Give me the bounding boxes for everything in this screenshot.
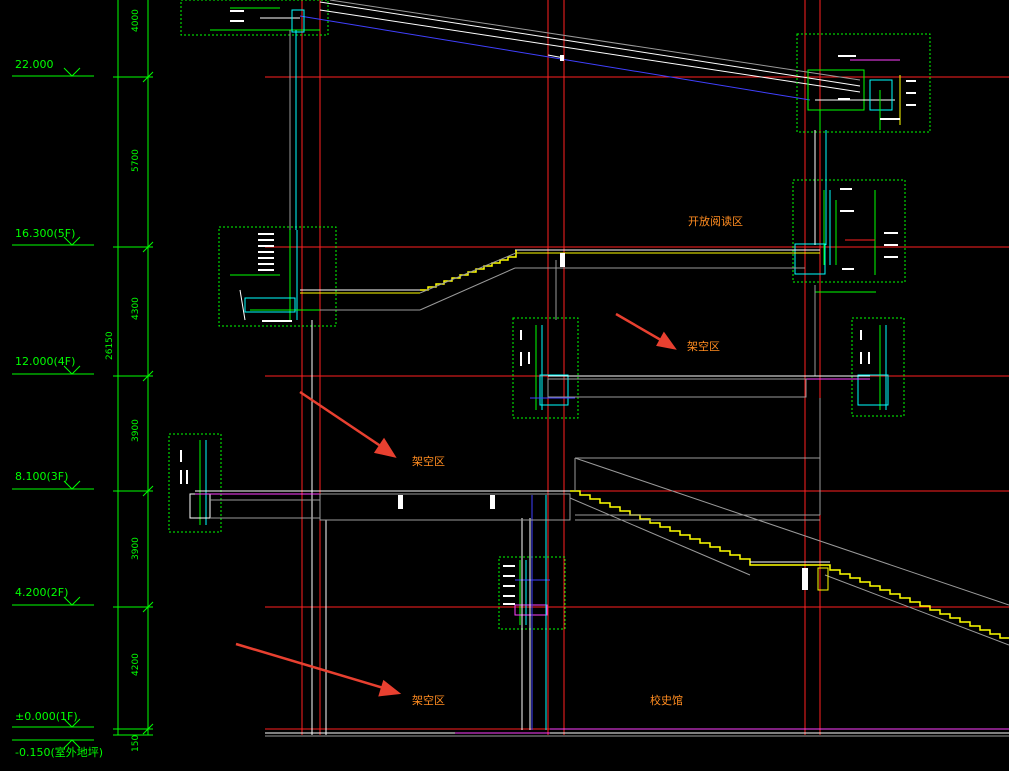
red-grid-lines — [265, 0, 1009, 735]
roof-structure — [299, 0, 861, 101]
detail-box-4f-mid — [512, 317, 579, 419]
arrow — [615, 312, 677, 350]
dimension-label: 4200 — [131, 653, 141, 676]
elevation-label: ±0.000(1F) — [15, 710, 78, 723]
elevation-label: 12.000(4F) — [15, 355, 75, 368]
detail-box-5f-right — [792, 179, 906, 283]
detail-box-3f-left — [168, 433, 222, 533]
stair-3f-to-1f — [569, 457, 1009, 646]
elevation-marker: 22.000 — [12, 58, 94, 77]
stair-5f — [420, 250, 517, 291]
total-dimension-label: 26150 — [105, 331, 115, 360]
beam-marks — [398, 55, 808, 590]
elevation-marker: 8.100(3F) — [12, 470, 94, 490]
arrow — [299, 390, 397, 458]
elevation-label: 8.100(3F) — [15, 470, 68, 483]
dimension-labels: 4000 5700 4300 3900 3900 4200 150 26150 — [105, 9, 141, 752]
floor-slabs — [195, 249, 1009, 737]
elevation-label: 4.200(2F) — [15, 586, 68, 599]
columns — [289, 30, 827, 735]
dimension-label: 3900 — [131, 537, 141, 560]
zone-label: 架空区 — [687, 339, 720, 353]
elevation-marker: 4.200(2F) — [12, 586, 94, 606]
detail-box-roof-left — [180, 0, 329, 36]
dimension-label: 4300 — [131, 297, 141, 320]
elevation-label: 22.000 — [15, 58, 54, 71]
elevation-marker: 16.300(5F) — [12, 227, 94, 246]
detail-annotations — [180, 10, 916, 605]
annotation-arrows — [235, 312, 677, 697]
zone-label: 架空区 — [412, 454, 445, 468]
zone-label: 开放阅读区 — [688, 214, 743, 228]
detail-box-5f-left — [218, 226, 337, 327]
elevation-marker: ±0.000(1F) — [12, 710, 94, 728]
detail-callouts — [168, 0, 931, 630]
zone-label: 架空区 — [412, 693, 445, 707]
zone-label: 校史馆 — [650, 693, 683, 707]
elevation-label: -0.150(室外地坪) — [15, 745, 103, 759]
arrow — [235, 642, 402, 697]
zone-labels: 开放阅读区 架空区 架空区 架空区 校史馆 — [412, 214, 743, 707]
dimension-label: 5700 — [131, 149, 141, 172]
dimension-label: 150 — [131, 735, 141, 752]
elevation-markers: 22.000 16.300(5F) 12.000(4F) 8.100(3F) 4… — [12, 58, 103, 759]
elevation-marker: -0.150(室外地坪) — [12, 739, 103, 759]
elevation-label: 16.300(5F) — [15, 227, 75, 240]
dimension-label: 3900 — [131, 419, 141, 442]
dimension-chain — [113, 0, 154, 736]
dimension-label: 4000 — [131, 9, 141, 32]
detail-box-4f-right — [851, 317, 905, 417]
stair-5f-underside — [419, 252, 517, 294]
elevation-marker: 12.000(4F) — [12, 355, 94, 375]
detail-box-roof-right — [796, 33, 931, 133]
